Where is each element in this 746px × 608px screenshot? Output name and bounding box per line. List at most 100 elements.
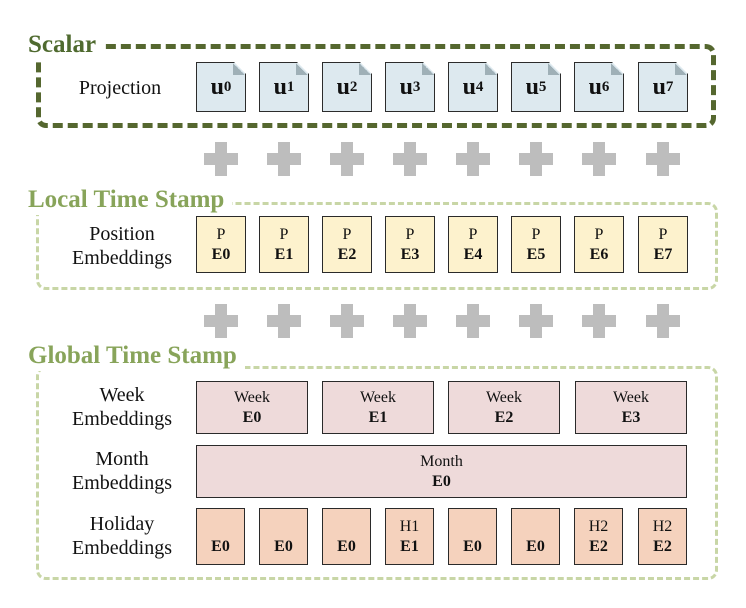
holiday-label-line-2: Embeddings bbox=[72, 537, 172, 559]
plus-icon bbox=[267, 142, 301, 176]
token-index: 4 bbox=[475, 78, 484, 95]
token-symbol: u bbox=[652, 73, 666, 100]
holiday-embedding-card: E0 bbox=[448, 508, 497, 565]
plus-icon bbox=[393, 304, 427, 338]
position-card-label: P bbox=[405, 225, 415, 243]
plus-icon bbox=[519, 304, 553, 338]
week-card-label: Week bbox=[612, 388, 650, 406]
week-card-code: E0 bbox=[242, 408, 262, 426]
holiday-embedding-card: E0 bbox=[196, 508, 245, 565]
holiday-embedding-card: E0 bbox=[511, 508, 560, 565]
token-symbol: u bbox=[399, 73, 413, 100]
week-card-code: E2 bbox=[494, 408, 514, 426]
week-embeddings-row-label: Week Embeddings bbox=[58, 383, 186, 431]
plus-icon bbox=[330, 142, 364, 176]
position-card-code: E1 bbox=[274, 245, 294, 263]
token-symbol: u bbox=[588, 73, 602, 100]
projection-row-label: Projection bbox=[60, 76, 180, 100]
position-card-label: P bbox=[531, 225, 541, 243]
position-card-label: P bbox=[279, 225, 289, 243]
holiday-embeddings-row-label: Holiday Embeddings bbox=[58, 512, 186, 560]
local-time-stamp-section-frame bbox=[36, 202, 718, 290]
token-index: 0 bbox=[223, 78, 232, 95]
month-label-line-1: Month bbox=[95, 448, 149, 470]
holiday-card-label: H1 bbox=[399, 518, 420, 535]
holiday-card-label: H2 bbox=[652, 518, 673, 535]
position-card-label: P bbox=[468, 225, 478, 243]
position-embedding-card: P E6 bbox=[574, 216, 624, 273]
position-embedding-card: P E5 bbox=[511, 216, 561, 273]
plus-icon bbox=[582, 304, 616, 338]
scalar-section-frame bbox=[36, 44, 716, 128]
month-card-code: E0 bbox=[432, 472, 451, 490]
position-embeddings-row-label: Position Embeddings bbox=[58, 222, 186, 270]
position-label-line-1: Position bbox=[89, 223, 155, 245]
position-embedding-card: P E3 bbox=[385, 216, 435, 273]
token-symbol: u bbox=[525, 73, 539, 100]
token-symbol: u bbox=[336, 73, 350, 100]
month-embedding-card: Month E0 bbox=[196, 445, 687, 498]
holiday-card-code: E1 bbox=[400, 538, 419, 555]
month-card-label: Month bbox=[420, 452, 463, 470]
token-index: 5 bbox=[538, 78, 547, 95]
token-symbol: u bbox=[273, 73, 287, 100]
position-card-code: E6 bbox=[589, 245, 609, 263]
position-card-label: P bbox=[594, 225, 604, 243]
scalar-section-title: Scalar bbox=[28, 30, 105, 60]
position-card-code: E2 bbox=[337, 245, 357, 263]
global-time-stamp-section-frame bbox=[36, 366, 718, 580]
holiday-card-code: E0 bbox=[274, 538, 293, 555]
plus-icon bbox=[646, 304, 680, 338]
plus-icon bbox=[519, 142, 553, 176]
global-time-stamp-title: Global Time Stamp bbox=[28, 341, 245, 371]
plus-icon bbox=[204, 304, 238, 338]
plus-icon bbox=[456, 142, 490, 176]
plus-icon bbox=[646, 142, 680, 176]
local-time-stamp-title: Local Time Stamp bbox=[28, 185, 233, 215]
token-symbol: u bbox=[462, 73, 476, 100]
position-card-code: E0 bbox=[211, 245, 231, 263]
plus-icon bbox=[582, 142, 616, 176]
holiday-card-code: E0 bbox=[211, 538, 230, 555]
holiday-label-line-1: Holiday bbox=[89, 513, 155, 535]
holiday-card-code: E0 bbox=[526, 538, 545, 555]
week-card-label: Week bbox=[485, 388, 523, 406]
week-card-label: Week bbox=[233, 388, 271, 406]
holiday-card-label: H2 bbox=[588, 518, 609, 535]
week-card-label: Week bbox=[359, 388, 397, 406]
position-card-code: E3 bbox=[400, 245, 420, 263]
holiday-embedding-card: E0 bbox=[322, 508, 371, 565]
position-card-code: E7 bbox=[653, 245, 673, 263]
holiday-card-code: E0 bbox=[337, 538, 356, 555]
projection-label-text: Projection bbox=[78, 77, 162, 99]
position-card-code: E5 bbox=[526, 245, 546, 263]
plus-icon bbox=[330, 304, 364, 338]
holiday-card-code: E0 bbox=[463, 538, 482, 555]
month-embeddings-row-label: Month Embeddings bbox=[58, 447, 186, 495]
week-label-line-1: Week bbox=[99, 384, 145, 406]
plus-icon bbox=[456, 304, 490, 338]
holiday-card-code: E2 bbox=[589, 538, 608, 555]
plus-icon bbox=[267, 304, 301, 338]
week-card-code: E1 bbox=[368, 408, 388, 426]
month-label-line-2: Embeddings bbox=[72, 472, 172, 494]
position-embedding-card: P E1 bbox=[259, 216, 309, 273]
